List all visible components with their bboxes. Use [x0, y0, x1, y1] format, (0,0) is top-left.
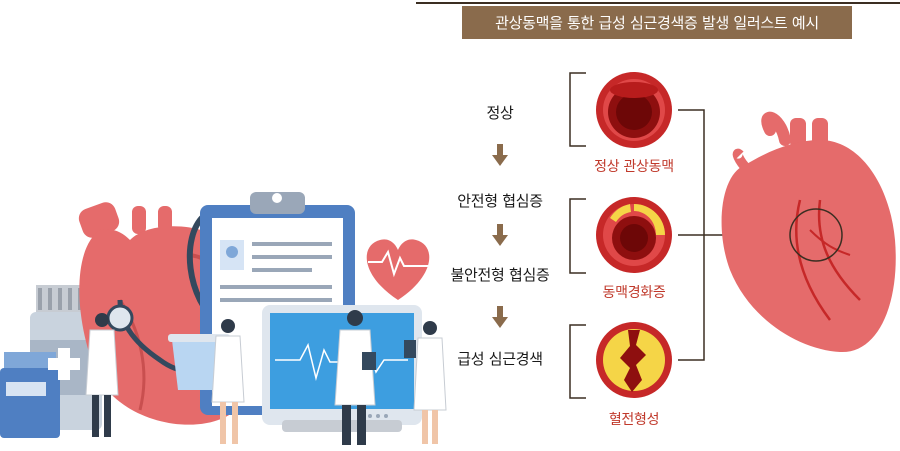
stage-acute-mi: 급성 심근경색 [457, 350, 543, 368]
nurse-with-cup [211, 319, 245, 444]
anatomical-heart [721, 111, 896, 353]
narrowed-artery-cross-section [596, 197, 672, 273]
stage-stable-angina: 안전형 협심증 [457, 192, 543, 210]
vessel-label-normal: 정상 관상동맥 [594, 159, 674, 175]
title-rule [416, 2, 900, 4]
medicine-cup-icon [168, 334, 230, 390]
down-arrow-icon [492, 224, 508, 246]
down-arrow-icon [492, 306, 508, 328]
pill-bottle-front [0, 352, 60, 438]
heart-ecg-icon [366, 239, 430, 300]
bracket-stable [569, 198, 586, 274]
doctor-with-tablet [334, 310, 376, 445]
nurse-with-clipboard [404, 321, 447, 444]
stage-normal: 정상 [486, 104, 514, 122]
vessel-label-atherosclerosis: 동맥경화증 [602, 285, 666, 301]
bracket-normal [569, 72, 586, 147]
down-arrow-icon [492, 144, 508, 166]
vessel-label-thrombus: 혈전형성 [608, 412, 660, 428]
stage-unstable-angina: 불안전형 협심증 [450, 266, 550, 284]
diagram-title: 관상동맥을 통한 급성 심근경색증 발생 일러스트 예시 [462, 6, 852, 39]
normal-artery-cross-section [596, 72, 672, 148]
bracket-mi [569, 324, 586, 399]
medical-cross-icon [48, 348, 80, 380]
doctor-with-stethoscope [85, 313, 119, 437]
thrombus-artery-cross-section [596, 322, 672, 398]
